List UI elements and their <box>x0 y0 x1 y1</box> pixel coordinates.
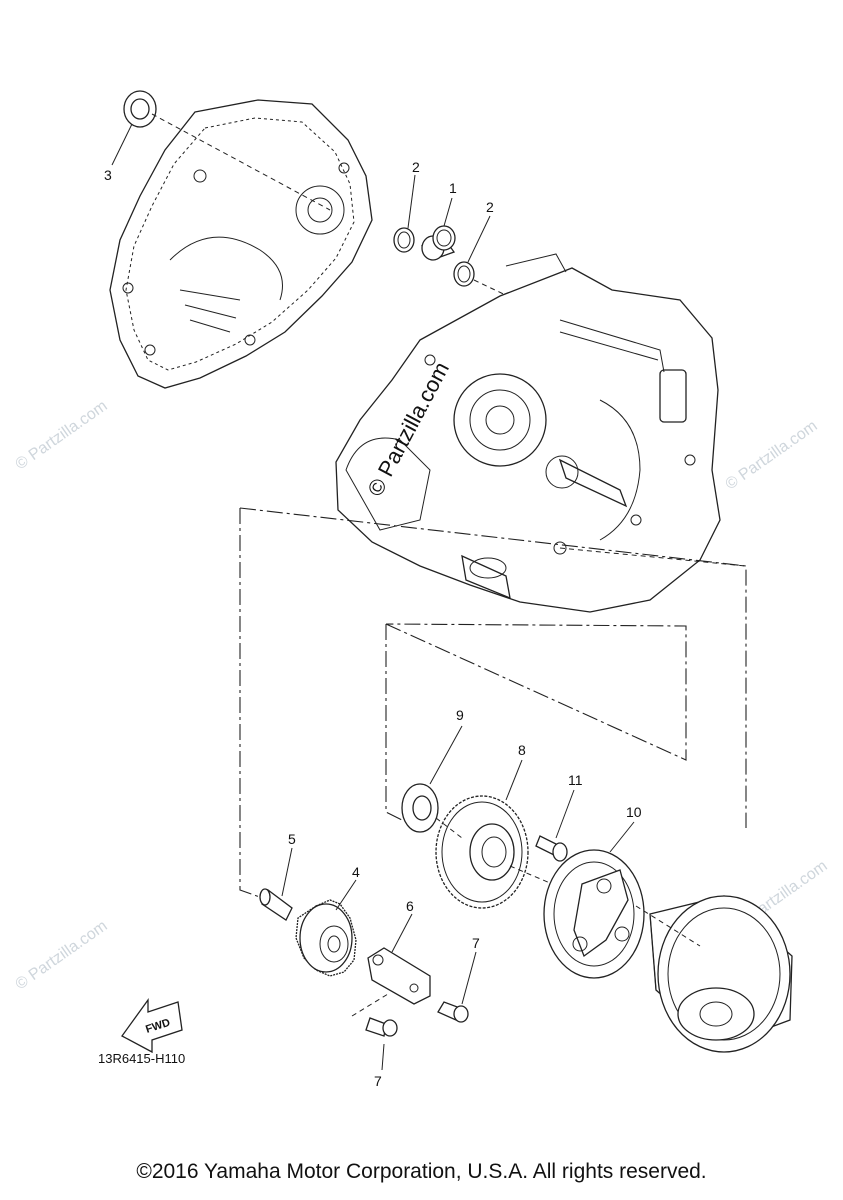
oil-seal-part-3 <box>123 90 157 128</box>
idle-gear-part-4 <box>295 899 357 977</box>
watermark-right-top: © Partzilla.com <box>723 418 821 494</box>
callout-2-right: 2 <box>486 199 494 215</box>
washer-part-9 <box>401 783 439 833</box>
starter-wheel-gear-part-8 <box>435 795 529 909</box>
callout-6: 6 <box>406 898 414 914</box>
watermark-left-bottom: © Partzilla.com <box>13 918 111 994</box>
plate-part-6 <box>367 947 431 1005</box>
screw-part-7-right <box>437 1001 469 1023</box>
watermark-left-top: © Partzilla.com <box>13 398 111 474</box>
callout-9: 9 <box>456 707 464 723</box>
callout-4: 4 <box>352 864 360 880</box>
screw-part-7-left <box>365 1017 398 1037</box>
callout-1: 1 <box>449 180 457 196</box>
callout-7-bottom: 7 <box>374 1073 382 1089</box>
diagram-code: 13R6415-H110 <box>98 1051 185 1066</box>
callout-11: 11 <box>568 772 583 788</box>
engine-crankcase <box>335 253 721 613</box>
starter-clutch-part-10 <box>543 849 645 979</box>
copyright-notice: ©2016 Yamaha Motor Corporation, U.S.A. A… <box>136 1160 707 1183</box>
callout-3: 3 <box>104 167 112 183</box>
reference-frame-inner <box>385 623 687 821</box>
callout-8: 8 <box>518 742 526 758</box>
crankcase-cover <box>109 99 373 389</box>
callout-10: 10 <box>626 804 642 820</box>
forward-direction-arrow: FWD <box>121 997 183 1054</box>
collar-part-1 <box>420 225 456 261</box>
callout-2-left: 2 <box>412 159 420 175</box>
circlip-part-2-right <box>453 261 475 287</box>
reference-frame-outer <box>239 507 747 901</box>
flywheel-rotor <box>649 895 793 1053</box>
circlip-part-2-left <box>393 227 415 253</box>
callout-7-top: 7 <box>472 935 480 951</box>
callout-5: 5 <box>288 831 296 847</box>
bolt-part-11 <box>535 835 568 862</box>
pin-part-5 <box>259 888 293 921</box>
